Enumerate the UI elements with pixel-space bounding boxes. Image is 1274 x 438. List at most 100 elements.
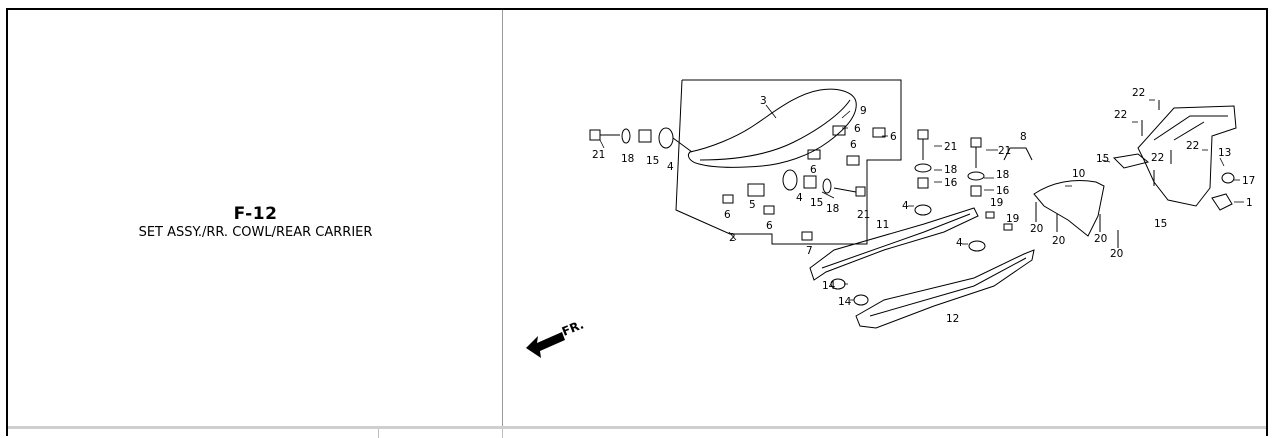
- leader-lines: [599, 99, 1244, 301]
- clip-7: [801, 231, 813, 241]
- seat: [687, 88, 857, 168]
- cushion-6f: [763, 205, 775, 215]
- callout: 21: [998, 145, 1011, 157]
- bracket-5: [747, 183, 765, 197]
- callout: 16: [996, 185, 1010, 197]
- clip-19a: [985, 211, 995, 219]
- callout: 6: [724, 209, 731, 221]
- callout: 19: [990, 197, 1003, 209]
- diagram-drawing: [589, 79, 1244, 329]
- cushion-6e: [722, 194, 734, 204]
- bolts-22: [1141, 100, 1172, 186]
- cushion-6d: [807, 149, 821, 160]
- callout: 4: [902, 200, 909, 212]
- rear-cowl-10: [1033, 180, 1105, 237]
- callout: 20: [1110, 248, 1123, 260]
- callout: 20: [1052, 235, 1065, 247]
- diagram-svg: FR. 3 9 6 6 6 6 6 6 21 18 15 4 5 4 15 18…: [526, 79, 1255, 358]
- seat-edge: [699, 99, 851, 161]
- callout: 1: [1246, 197, 1253, 209]
- front-label: FR.: [560, 317, 586, 338]
- washer-18c: [914, 163, 932, 173]
- callout: 20: [1094, 233, 1107, 245]
- callout: 2: [729, 232, 736, 244]
- callout: 22: [1132, 87, 1145, 99]
- callout: 20: [1030, 223, 1043, 235]
- parts-sheet: F-12 SET ASSY./RR. COWL/REAR CARRIER: [6, 8, 1268, 438]
- clip-19b: [1003, 223, 1013, 231]
- callout: 22: [1114, 109, 1127, 121]
- bolt-21-right: [833, 186, 866, 197]
- callout: 6: [810, 164, 817, 176]
- callout: 6: [850, 139, 857, 151]
- washer-18-left: [621, 128, 631, 144]
- callout: 21: [857, 209, 870, 221]
- callout: 5: [749, 199, 756, 211]
- washer-18-right: [822, 178, 832, 194]
- rubber-4d: [968, 240, 986, 252]
- callout: 12: [946, 313, 959, 325]
- collar-15-left: [638, 129, 652, 143]
- callout: 4: [796, 192, 803, 204]
- callout: 19: [1006, 213, 1019, 225]
- callout: 21: [592, 149, 605, 161]
- callout: 22: [1151, 152, 1164, 164]
- column-divider: [502, 429, 503, 438]
- callout: 4: [956, 237, 963, 249]
- section-title-block: F-12 SET ASSY./RR. COWL/REAR CARRIER: [8, 203, 503, 241]
- grommet-14b: [853, 294, 869, 306]
- callout: 6: [766, 220, 773, 232]
- washer-18d: [967, 171, 985, 181]
- callout: 15: [1096, 153, 1109, 165]
- callout: 17: [1242, 175, 1255, 187]
- bracket-15: [1112, 153, 1150, 169]
- exploded-parts-diagram: FR. 3 9 6 6 6 6 6 6 21 18 15 4 5 4 15 18…: [504, 10, 1266, 426]
- callout: 18: [996, 169, 1009, 181]
- column-divider: [378, 429, 379, 438]
- callout: 16: [944, 177, 958, 189]
- rubber-4-left: [658, 127, 674, 149]
- callout: 11: [876, 219, 889, 231]
- hook-1: [1211, 193, 1233, 211]
- rubber-4c: [914, 204, 932, 216]
- section-info-cell: F-12 SET ASSY./RR. COWL/REAR CARRIER: [8, 10, 503, 426]
- section-code: F-12: [233, 204, 278, 224]
- callout: 15: [810, 197, 823, 209]
- callout: 9: [860, 105, 867, 117]
- callout: 7: [806, 245, 813, 257]
- cushion-6b: [872, 127, 886, 138]
- bolts-20: [1035, 202, 1119, 248]
- callout: 14: [822, 280, 836, 292]
- collar-16a: [917, 177, 929, 189]
- collar-16b: [970, 185, 982, 197]
- callout: 22: [1186, 140, 1199, 152]
- callout: 13: [1218, 147, 1231, 159]
- front-arrow: FR.: [526, 317, 586, 358]
- callout: 3: [760, 95, 767, 107]
- bracket-8: [1003, 147, 1033, 161]
- rear-carrier-13: [1137, 105, 1237, 207]
- callout: 15: [1154, 218, 1167, 230]
- callout: 14: [838, 296, 852, 308]
- callout: 4: [667, 161, 674, 173]
- front-arrow-icon: [526, 332, 565, 358]
- callout: 8: [1020, 131, 1027, 143]
- side-cowl-11: [809, 207, 979, 281]
- cushion-6a: [832, 125, 846, 136]
- table-bottom-strip: [8, 426, 1266, 438]
- callout: 6: [890, 131, 897, 143]
- collar-15-right: [803, 175, 817, 189]
- callout: 18: [944, 164, 957, 176]
- callout-labels: 3 9 6 6 6 6 6 6 21 18 15 4 5 4 15 18 21 …: [592, 87, 1255, 325]
- callout: 10: [1072, 168, 1085, 180]
- callout: 18: [621, 153, 634, 165]
- bolt-21-left: [589, 129, 620, 141]
- seat-assembly-box: [675, 79, 902, 245]
- callout: 15: [646, 155, 659, 167]
- cushion-6c: [846, 155, 860, 166]
- rubber-4-right: [782, 169, 798, 191]
- callout: 6: [854, 123, 861, 135]
- callout: 18: [826, 203, 839, 215]
- bolt-17: [1221, 172, 1235, 184]
- side-cowl-12: [855, 249, 1035, 329]
